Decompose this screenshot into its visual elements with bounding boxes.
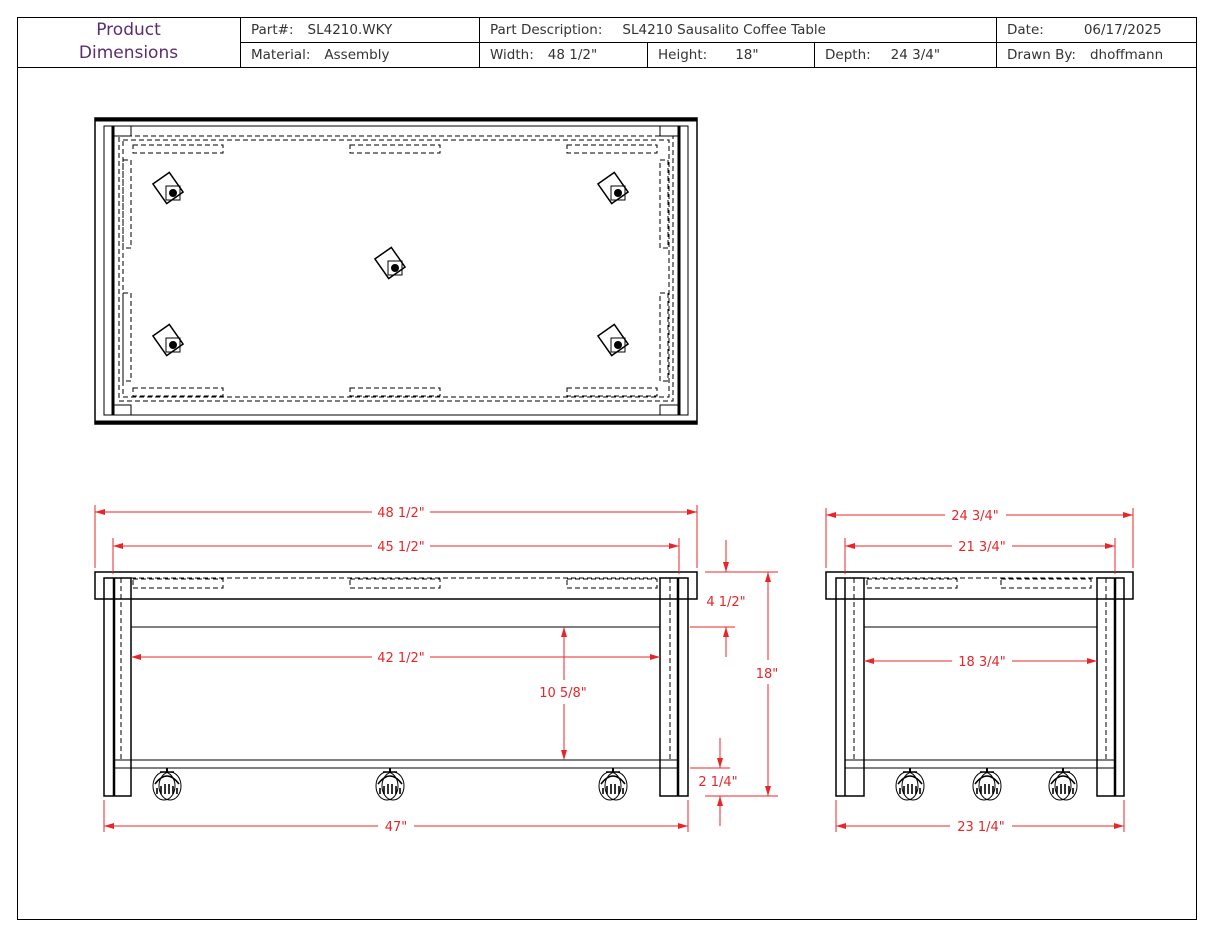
svg-text:23 1/4": 23 1/4" <box>957 820 1005 835</box>
caster-icon <box>152 767 182 801</box>
svg-text:18 3/4": 18 3/4" <box>958 655 1006 670</box>
svg-text:24 3/4": 24 3/4" <box>951 509 999 524</box>
front-view <box>94 571 698 801</box>
depth-label: Depth: <box>825 46 871 63</box>
height-cell: Height: 18" <box>648 42 815 67</box>
caster-icon <box>597 323 629 357</box>
drawing-frame <box>17 17 1197 920</box>
dim-apron-height: 4 1/2" <box>706 540 746 657</box>
depth-value: 24 3/4" <box>890 46 941 63</box>
description-value: SL4210 Sausalito Coffee Table <box>622 21 826 38</box>
caster-icon <box>152 171 184 205</box>
depth-cell: Depth: 24 3/4" <box>815 42 997 67</box>
svg-text:4 1/2": 4 1/2" <box>706 595 745 610</box>
caster-icon <box>598 767 628 801</box>
dim-side-inner-depth: 18 3/4" <box>864 655 1097 670</box>
dim-front-top-inner-width: 45 1/2" <box>113 540 679 555</box>
svg-text:2 1/4": 2 1/4" <box>698 775 737 790</box>
side-view <box>825 571 1134 801</box>
caster-icon <box>375 767 405 801</box>
part-label: Part#: <box>251 21 294 38</box>
dim-shelf-clearance: 2 1/4" <box>698 738 738 826</box>
date-label: Date: <box>1007 21 1044 38</box>
svg-text:45 1/2": 45 1/2" <box>377 540 425 555</box>
caster-icon <box>597 171 629 205</box>
svg-text:10 5/8": 10 5/8" <box>539 686 587 701</box>
dim-front-inner-width: 42 1/2" <box>131 651 660 666</box>
dim-side-top-inner-depth: 21 3/4" <box>845 540 1115 555</box>
drawn-by-value: dhoffmann <box>1089 46 1164 63</box>
part-value: SL4210.WKY <box>307 21 393 38</box>
description-label: Part Description: <box>490 21 603 38</box>
width-cell: Width: 48 1/2" <box>480 42 648 67</box>
top-view <box>94 117 698 425</box>
material-label: Material: <box>251 46 311 63</box>
svg-text:21 3/4": 21 3/4" <box>958 540 1006 555</box>
description-cell: Part Description: SL4210 Sausalito Coffe… <box>480 17 997 42</box>
dim-shelf-gap: 10 5/8" <box>539 627 587 760</box>
svg-text:18": 18" <box>756 667 779 682</box>
material-cell: Material: Assembly <box>241 42 480 67</box>
dim-side-leg-span: 23 1/4" <box>836 820 1124 835</box>
width-label: Width: <box>490 46 534 63</box>
part-number-cell: Part#: SL4210.WKY <box>241 17 480 42</box>
caster-icon <box>895 767 925 801</box>
dim-side-overall-depth: 24 3/4" <box>826 509 1133 524</box>
svg-text:42 1/2": 42 1/2" <box>377 651 425 666</box>
date-cell: Date: 06/17/2025 <box>997 17 1197 42</box>
material-value: Assembly <box>324 46 390 63</box>
header-bottom-border <box>17 67 1197 68</box>
title-line-1: Product <box>96 20 161 40</box>
title-line-2: Dimensions <box>78 43 179 63</box>
svg-text:47": 47" <box>385 820 408 835</box>
caster-icon <box>1048 767 1078 801</box>
height-label: Height: <box>658 46 708 63</box>
header-divider <box>241 42 1197 43</box>
date-value: 06/17/2025 <box>1083 21 1162 38</box>
height-value: 18" <box>735 46 759 63</box>
dimensions: 48 1/2" 45 1/2" 42 1/2" 10 5/8" 4 1/2" 1… <box>94 505 1134 835</box>
caster-icon <box>374 246 406 280</box>
drawn-by-cell: Drawn By: dhoffmann <box>997 42 1197 67</box>
dim-overall-height: 18" <box>756 572 779 796</box>
width-value: 48 1/2" <box>547 46 598 63</box>
drawn-by-label: Drawn By: <box>1007 46 1076 63</box>
caster-icon <box>972 767 1002 801</box>
dim-front-leg-span: 47" <box>104 820 688 835</box>
svg-text:48 1/2": 48 1/2" <box>377 506 425 521</box>
sheet-title: Product Dimensions <box>17 17 241 67</box>
dim-front-overall-width: 48 1/2" <box>95 506 697 521</box>
caster-icon <box>152 323 184 357</box>
